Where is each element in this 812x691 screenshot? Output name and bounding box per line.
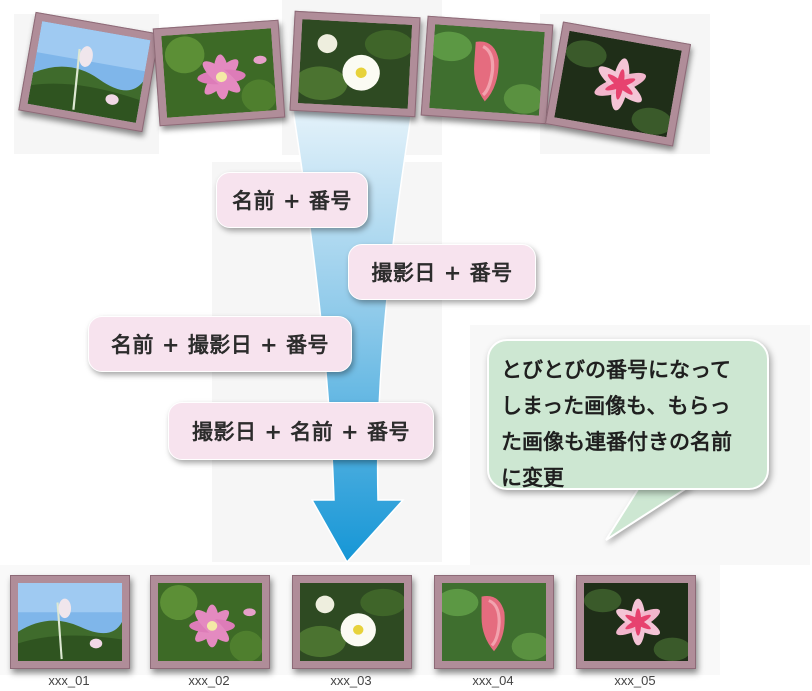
bottom-photo-2	[150, 575, 270, 669]
lily-image	[584, 583, 688, 661]
bottom-photo-4	[434, 575, 554, 669]
top-photo-2	[152, 19, 286, 127]
shrimp-plant-image	[429, 24, 545, 116]
caption-2: xxx_02	[188, 673, 230, 688]
bubble-line-2: しまった画像も、もらっ	[501, 394, 731, 418]
bubble-line-4: に変更	[501, 466, 564, 490]
top-photo-3	[289, 10, 421, 118]
bottom-photo-5	[576, 575, 696, 669]
bubble-line-3: た画像も連番付きの名前	[501, 430, 732, 454]
top-photo-4	[420, 15, 554, 125]
clematis-image	[161, 28, 277, 118]
camellia-image	[300, 583, 404, 661]
camellia-image	[297, 19, 413, 109]
caption-1: xxx_01	[48, 673, 90, 688]
sky-flower-image	[18, 583, 122, 661]
bubble-line-1: とびとびの番号になって	[501, 358, 731, 382]
caption-5: xxx_05	[614, 673, 656, 688]
label-name-date-number: 名前 + 撮影日 + 番号	[88, 316, 352, 372]
label-name-number: 名前 + 番号	[216, 172, 368, 228]
bubble-tail-joint	[641, 480, 689, 488]
caption-3: xxx_03	[330, 673, 372, 688]
bottom-photo-1	[10, 575, 130, 669]
shrimp-plant-image	[442, 583, 546, 661]
lily-image	[554, 30, 682, 138]
caption-4: xxx_04	[472, 673, 514, 688]
sky-flower-image	[27, 21, 151, 123]
clematis-image	[158, 583, 262, 661]
top-photo-1	[18, 11, 160, 133]
bottom-photo-3	[292, 575, 412, 669]
top-photo-5	[544, 21, 692, 147]
label-date-name-number: 撮影日 + 名前 + 番号	[168, 402, 434, 460]
speech-bubble: とびとびの番号になって しまった画像も、もらっ た画像も連番付きの名前 に変更	[487, 339, 769, 490]
label-date-number: 撮影日 + 番号	[348, 244, 536, 300]
